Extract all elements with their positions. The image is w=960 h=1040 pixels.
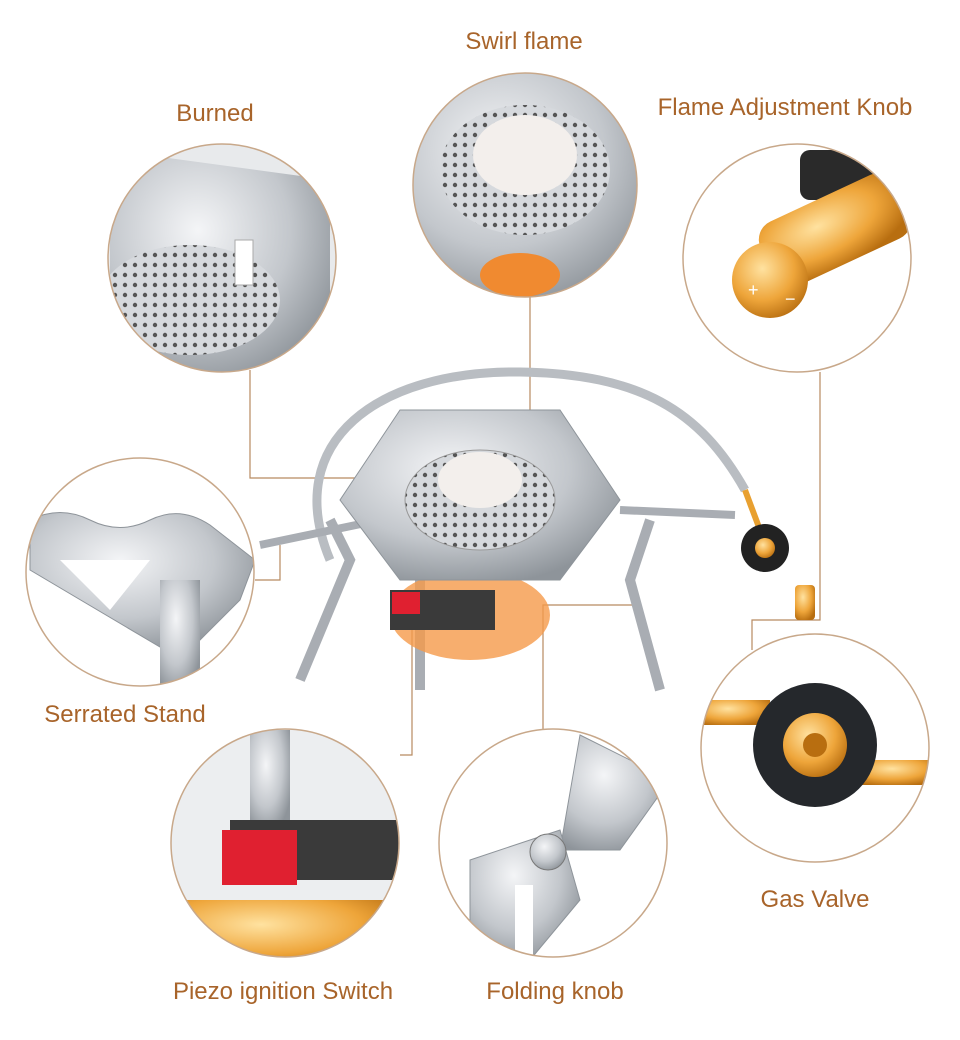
gas-hose (312, 367, 749, 562)
detail-flame-knob: + − (683, 144, 911, 372)
detail-gas-valve (701, 634, 929, 862)
stove-main-illustration (259, 409, 815, 692)
label-swirl-flame: Swirl flame (465, 28, 583, 55)
label-piezo-switch: Piezo ignition Switch (172, 978, 394, 1005)
label-gas-valve: Gas Valve (760, 886, 870, 913)
detail-folding-knob (439, 729, 667, 957)
label-burned: Burned (176, 100, 254, 127)
label-flame-adjustment-knob: Flame Adjustment Knob (657, 94, 913, 121)
detail-swirl-flame (413, 73, 637, 297)
detail-piezo-switch (171, 729, 399, 957)
label-folding-knob: Folding knob (486, 978, 624, 1005)
detail-burner (108, 144, 336, 372)
knob-minus-symbol: − (785, 289, 796, 309)
knob-plus-symbol: + (748, 280, 759, 300)
label-serrated-stand: Serrated Stand (44, 701, 206, 728)
detail-serrated-stand (26, 458, 254, 686)
